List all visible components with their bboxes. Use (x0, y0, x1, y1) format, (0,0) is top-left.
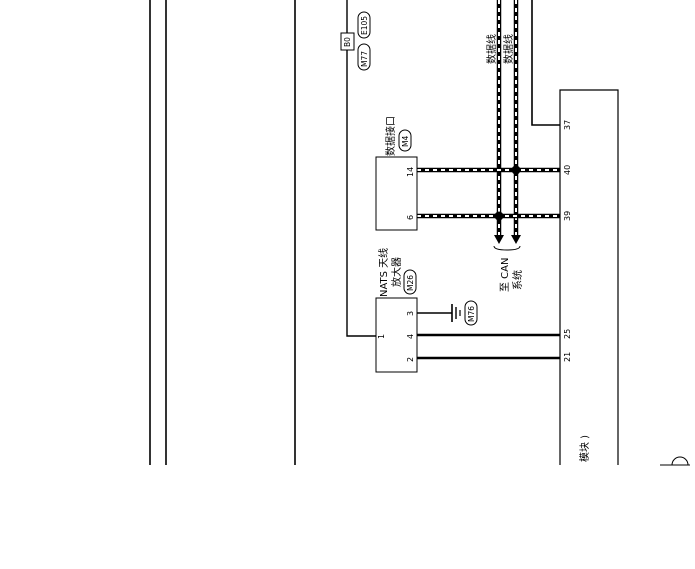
partial-symbol-arc (671, 456, 689, 466)
data-port-pin6: 6 (406, 215, 415, 220)
nats-pin4: 4 (406, 334, 415, 339)
connector-m76-label: M76 (467, 306, 476, 322)
junction-pin-box (340, 32, 355, 51)
can-brace (493, 245, 521, 251)
connector-e105-badge (357, 11, 371, 39)
ecu-pin21: 21 (563, 352, 572, 362)
nats-amp-box (375, 297, 418, 373)
connector-e105-label: E105 (360, 16, 369, 35)
connector-m26-label: M26 (406, 275, 415, 291)
connector-m77-badge (357, 43, 371, 71)
nats-amp-label-line1: NATS 天线 (377, 248, 390, 297)
to-can-label-line2: 系统 (511, 270, 524, 290)
data-port-pin14: 14 (406, 167, 415, 177)
ecu-label-partial: 模块 ) (579, 435, 591, 462)
wire-nats-pin1 (346, 0, 377, 337)
to-can-label-line1: 至 CAN (499, 258, 511, 292)
data-port-label: 数据接口 (384, 116, 397, 156)
nats-pin3: 3 (406, 311, 415, 316)
connector-m26-badge (403, 269, 417, 295)
arrow-can-h (494, 235, 504, 244)
splice-dot-2 (494, 211, 504, 221)
data-line-label-2: 数据线 (502, 34, 515, 64)
data-port-box (375, 156, 418, 231)
connector-m77-label: M77 (360, 51, 369, 67)
ecu-pin40: 40 (563, 165, 572, 175)
junction-pin-label: B0 (343, 37, 352, 47)
ecu-pin39: 39 (563, 211, 572, 221)
splice-dot-1 (511, 165, 521, 175)
arrow-can-l (511, 235, 521, 244)
data-line-label-1: 数据线 (485, 34, 498, 64)
connector-m4-label: M4 (401, 136, 410, 147)
connector-m4-badge (398, 129, 412, 152)
ecu-pin37: 37 (563, 120, 572, 130)
nats-pin2: 2 (406, 357, 415, 362)
wire-ecu-pin37 (531, 0, 560, 126)
nats-amp-label-line2: 放大器 (390, 257, 403, 287)
ecu-box (559, 89, 619, 465)
ecu-pin25: 25 (563, 329, 572, 339)
nats-pin1: 1 (377, 334, 386, 339)
connector-m76-badge (464, 300, 478, 326)
